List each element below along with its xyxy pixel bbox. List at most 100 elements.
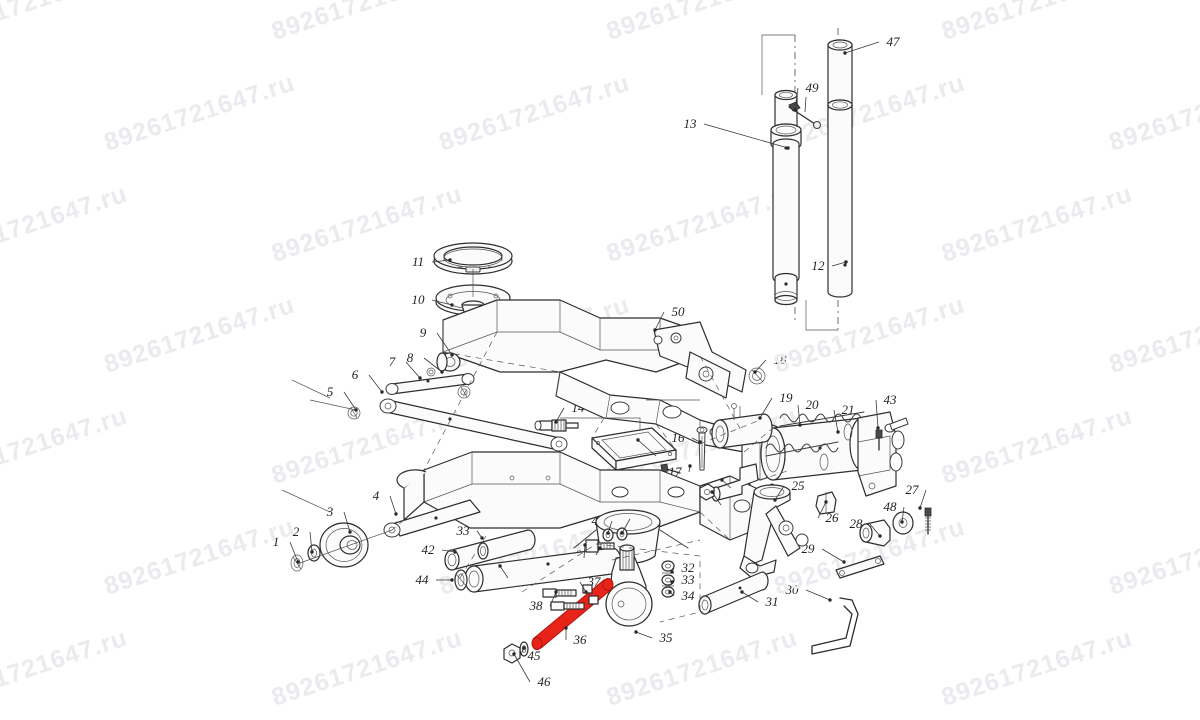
leader-anchor-16 bbox=[698, 440, 702, 444]
leader-line-3 bbox=[343, 511, 351, 533]
leader-anchor-8 bbox=[440, 370, 444, 374]
leader-anchor-10 bbox=[450, 303, 454, 307]
leader-line-47 bbox=[844, 41, 880, 54]
leader-anchor-9 bbox=[450, 353, 454, 357]
leader-anchor-6 bbox=[380, 390, 384, 394]
part-14-release-valve-screw bbox=[534, 419, 579, 432]
part-22-bolt bbox=[585, 539, 615, 553]
leader-line-9 bbox=[436, 332, 453, 356]
leader-line-48 bbox=[901, 506, 905, 523]
leader-line-46 bbox=[513, 653, 531, 683]
leader-anchor-41 bbox=[498, 564, 502, 568]
part-8-snap-ring bbox=[426, 367, 436, 377]
leader-line-21 bbox=[833, 409, 839, 433]
part-number-label-42: 42 bbox=[421, 542, 435, 557]
part-38-bolt-set bbox=[542, 588, 585, 611]
leader-anchor-50 bbox=[653, 328, 657, 332]
leader-line-11 bbox=[431, 259, 451, 263]
leader-anchor-25 bbox=[773, 498, 777, 502]
leader-anchor-18 bbox=[753, 370, 757, 374]
leader-anchor-7 bbox=[418, 376, 422, 380]
leader-anchor-11 bbox=[448, 258, 452, 262]
part-number-label-12: 12 bbox=[811, 258, 825, 273]
part-number-label-21: 21 bbox=[841, 402, 855, 417]
leader-anchor-5 bbox=[354, 408, 358, 412]
leader-anchor-13 bbox=[786, 146, 790, 150]
part-number-label-26: 26 bbox=[825, 510, 839, 525]
part-number-label-44: 44 bbox=[415, 572, 429, 587]
part-number-label-33: 33 bbox=[456, 523, 470, 538]
leader-anchor-4 bbox=[394, 512, 398, 516]
leader-line-4 bbox=[389, 495, 397, 515]
part-number-label-11: 11 bbox=[411, 254, 425, 269]
part-number-label-33b: 33 bbox=[681, 572, 695, 587]
leader-anchor-15 bbox=[636, 438, 640, 442]
leader-line-43 bbox=[875, 399, 879, 429]
leader-anchor-47 bbox=[843, 51, 847, 55]
leader-line-37 bbox=[579, 581, 587, 593]
part-number-label-25: 25 bbox=[791, 478, 805, 493]
rear-wheel-assembly bbox=[290, 499, 481, 572]
part-42-bushing-mid bbox=[444, 529, 536, 571]
part-13-handle-sleeve bbox=[770, 89, 802, 306]
part-32-33-34-stack bbox=[661, 560, 675, 598]
part-27-set-screw bbox=[924, 507, 932, 535]
projection-guides bbox=[281, 331, 791, 541]
part-number-label-30: 30 bbox=[785, 582, 799, 597]
leader-anchor-49 bbox=[793, 108, 797, 112]
leader-anchor-28 bbox=[878, 534, 882, 538]
leader-line-6 bbox=[368, 374, 383, 393]
part-number-label-5: 5 bbox=[326, 384, 334, 399]
part-9-bushing bbox=[436, 352, 461, 372]
leader-anchor-46 bbox=[512, 652, 516, 656]
part-15-cover-plate bbox=[591, 427, 677, 471]
leader-anchor-45 bbox=[522, 646, 526, 650]
part-number-label-34: 34 bbox=[681, 588, 695, 603]
part-24-nut bbox=[699, 483, 715, 501]
leader-anchor-43 bbox=[876, 426, 880, 430]
leader-anchor-37 bbox=[584, 590, 588, 594]
leader-line-42 bbox=[441, 549, 456, 553]
leader-anchor-27 bbox=[918, 506, 922, 510]
leader-anchor-36 bbox=[564, 626, 568, 630]
leader-anchor-42 bbox=[453, 550, 457, 554]
leader-anchor-38 bbox=[554, 590, 558, 594]
leader-line-24b bbox=[583, 544, 586, 559]
leader-line-24 bbox=[711, 491, 722, 506]
leader-anchor-31 bbox=[740, 590, 744, 594]
part-12-handle-lower-tube bbox=[827, 99, 853, 298]
leader-line-26 bbox=[817, 501, 827, 519]
leader-anchor-39 bbox=[620, 531, 624, 535]
part-28-pivot-sleeve bbox=[859, 519, 891, 547]
leader-anchor-17 bbox=[688, 464, 692, 468]
part-number-label-50: 50 bbox=[671, 304, 685, 319]
leader-anchor-26 bbox=[824, 500, 828, 504]
leader-line-7 bbox=[405, 361, 421, 379]
leader-line-40 bbox=[607, 520, 613, 534]
part-number-label-48: 48 bbox=[883, 499, 897, 514]
leader-anchor-29 bbox=[842, 560, 846, 564]
part-number-label-43: 43 bbox=[883, 392, 897, 407]
leader-anchor-24 bbox=[710, 490, 714, 494]
part-number-label-10: 10 bbox=[411, 292, 425, 307]
part-number-label-32: 32 bbox=[681, 560, 695, 575]
part-7-pin-ring bbox=[457, 385, 471, 399]
part-number-label-45: 45 bbox=[527, 648, 541, 663]
part-number-label-49: 49 bbox=[805, 80, 819, 95]
leader-anchor-44 bbox=[450, 578, 454, 582]
leader-anchor-21 bbox=[836, 430, 840, 434]
part-number-label-19: 19 bbox=[779, 390, 793, 405]
part-43-valve-screw bbox=[875, 429, 883, 451]
part-number-label-36: 36 bbox=[573, 632, 587, 647]
caster-group bbox=[459, 527, 701, 664]
leader-line-30 bbox=[805, 589, 831, 601]
part-33-bushing-small bbox=[477, 542, 489, 560]
part-number-label-35: 35 bbox=[659, 630, 673, 645]
leader-line-50 bbox=[654, 311, 665, 331]
part-number-label-13: 13 bbox=[683, 116, 697, 131]
leader-anchor-2 bbox=[310, 550, 314, 554]
leader-line-15 bbox=[637, 439, 657, 457]
part-19-pump-piston bbox=[711, 403, 773, 449]
